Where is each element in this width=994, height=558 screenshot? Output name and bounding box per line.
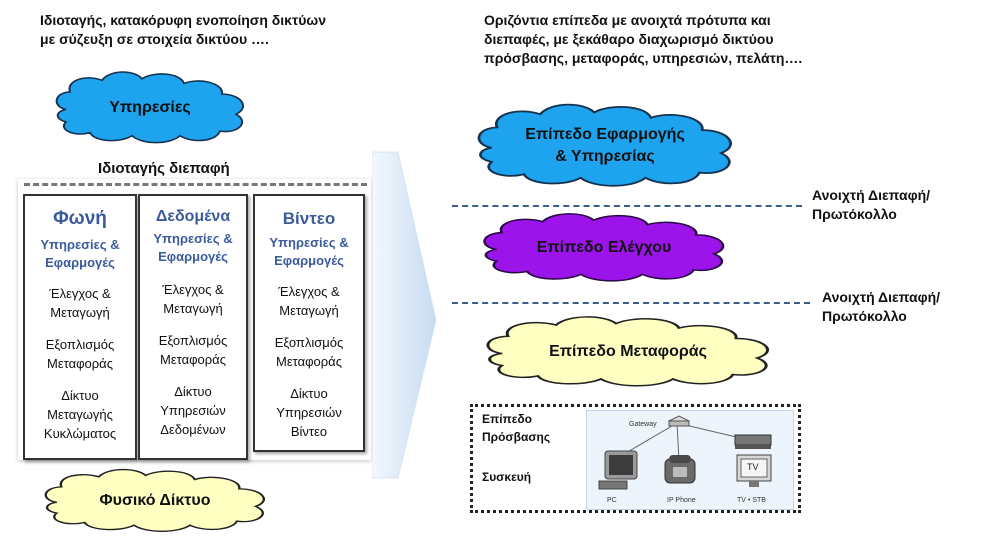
video-item-3b: Υπηρεσιών — [276, 405, 342, 420]
tv-stb-label: TV • STB — [737, 497, 766, 504]
video-item-2b: Μεταφοράς — [276, 354, 342, 369]
video-item-1a: Έλεγχος & — [278, 284, 340, 299]
control-layer-label: Επίπεδο Ελέγχου — [536, 239, 672, 256]
video-item-3a: Δίκτυο — [290, 386, 328, 401]
physical-network-label: Φυσικό Δίκτυο — [99, 492, 211, 509]
proprietary-dashed-line — [24, 183, 367, 186]
voice-title: Φωνή — [53, 208, 107, 229]
open-interface-label-2: Ανοιχτή Διεπαφή/ Πρωτόκολλο — [822, 288, 940, 326]
voice-column: Φωνή Υπηρεσίες & Εφαρμογές Έλεγχος & Μετ… — [23, 194, 137, 460]
data-item-3a: Δίκτυο — [174, 384, 212, 399]
network-diagram-icon — [598, 415, 772, 490]
data-item-3c: Δεδομένων — [160, 422, 226, 437]
data-item-1a: Έλεγχος & — [162, 282, 224, 297]
ip-phone-label: IP Phone — [667, 497, 696, 504]
video-sub-2: Εφαρμογές — [274, 253, 344, 268]
left-header: Ιδιοταγής, κατακόρυφη ενοποίηση δικτύων … — [40, 11, 326, 49]
video-item-1b: Μεταγωγή — [279, 303, 339, 318]
voice-item-3c: Κυκλώματος — [43, 426, 117, 441]
devices-illustration: Gateway PC IP Phone TV TV • STB — [586, 410, 794, 510]
open-interface-1-line-2: Πρωτόκολλο — [812, 206, 897, 222]
voice-item-2b: Μεταφοράς — [47, 356, 113, 371]
video-sub-1: Υπηρεσίες & — [269, 235, 349, 250]
data-item-1b: Μεταγωγή — [163, 301, 223, 316]
voice-item-3b: Μεταγωγής — [47, 407, 113, 422]
device-label: Συσκευή — [482, 470, 532, 484]
data-sub-1: Υπηρεσίες & — [153, 231, 233, 246]
application-layer-label: Επίπεδο Εφαρμογής & Υπηρεσίας — [470, 100, 740, 192]
control-layer-cloud: Επίπεδο Ελέγχου — [476, 210, 732, 286]
data-title: Δεδομένα — [155, 208, 231, 225]
data-sub-2: Εφαρμογές — [158, 249, 228, 264]
video-item-2a: Εξοπλισμός — [274, 335, 344, 350]
left-header-line-1: Ιδιοταγής, κατακόρυφη ενοποίηση δικτύων — [40, 12, 326, 28]
right-header-line-2: διεπαφές, με ξεκάθαρο διαχωρισμό δικτύου — [484, 31, 774, 47]
application-layer-line-2: & Υπηρεσίας — [555, 148, 655, 165]
data-column: Δεδομένα Υπηρεσίες & Εφαρμογές Έλεγχος &… — [138, 194, 248, 460]
tv-screen-label: TV — [747, 462, 759, 472]
video-title: Βίντεο — [282, 209, 336, 228]
voice-item-2a: Εξοπλισμός — [45, 337, 115, 352]
services-cloud: Υπηρεσίες — [50, 68, 250, 148]
voice-item-1a: Έλεγχος & — [49, 286, 111, 301]
data-item-2a: Εξοπλισμός — [158, 333, 228, 348]
open-interface-line-2 — [452, 302, 810, 304]
transport-layer-cloud: Επίπεδο Μεταφοράς — [478, 313, 778, 391]
services-cloud-label: Υπηρεσίες — [109, 99, 191, 116]
access-layer-title-line-2: Πρόσβασης — [482, 430, 551, 444]
open-interface-label-1: Ανοιχτή Διεπαφή/ Πρωτόκολλο — [812, 186, 930, 224]
open-interface-2-line-2: Πρωτόκολλο — [822, 308, 907, 324]
voice-item-1b: Μεταγωγή — [50, 305, 110, 320]
right-header: Οριζόντια επίπεδα με ανοιχτά πρότυπα και… — [484, 11, 802, 68]
right-header-line-1: Οριζόντια επίπεδα με ανοιχτά πρότυπα και — [484, 12, 771, 28]
data-item-3b: Υπηρεσιών — [160, 403, 226, 418]
voice-sub-1: Υπηρεσίες & — [40, 237, 120, 252]
transition-arrow-icon — [372, 151, 437, 479]
access-layer-title: Επίπεδο Πρόσβασης — [482, 410, 550, 446]
pc-label: PC — [607, 497, 617, 504]
gateway-label: Gateway — [629, 421, 657, 428]
application-layer-cloud: Επίπεδο Εφαρμογής & Υπηρεσίας — [470, 100, 740, 192]
application-layer-line-1: Επίπεδο Εφαρμογής — [525, 126, 685, 143]
video-column: Βίντεο Υπηρεσίες & Εφαρμογές Έλεγχος & Μ… — [253, 194, 365, 452]
right-header-line-3: πρόσβασης, μεταφοράς, υπηρεσιών, πελάτη…… — [484, 50, 803, 66]
access-layer-title-line-1: Επίπεδο — [482, 412, 533, 426]
open-interface-1-line-1: Ανοιχτή Διεπαφή/ — [812, 187, 931, 203]
voice-item-3a: Δίκτυο — [61, 388, 99, 403]
video-item-3c: Βίντεο — [290, 424, 328, 439]
left-header-line-2: με σύζευξη σε στοιχεία δικτύου …. — [40, 31, 269, 47]
transport-layer-label: Επίπεδο Μεταφοράς — [549, 343, 707, 360]
physical-network-cloud: Φυσικό Δίκτυο — [38, 466, 272, 536]
open-interface-line-1 — [452, 205, 802, 207]
data-item-2b: Μεταφοράς — [160, 352, 226, 367]
voice-sub-2: Εφαρμογές — [45, 255, 115, 270]
open-interface-2-line-1: Ανοιχτή Διεπαφή/ — [822, 289, 941, 305]
proprietary-interface-label: Ιδιοταγής διεπαφή — [98, 160, 230, 177]
